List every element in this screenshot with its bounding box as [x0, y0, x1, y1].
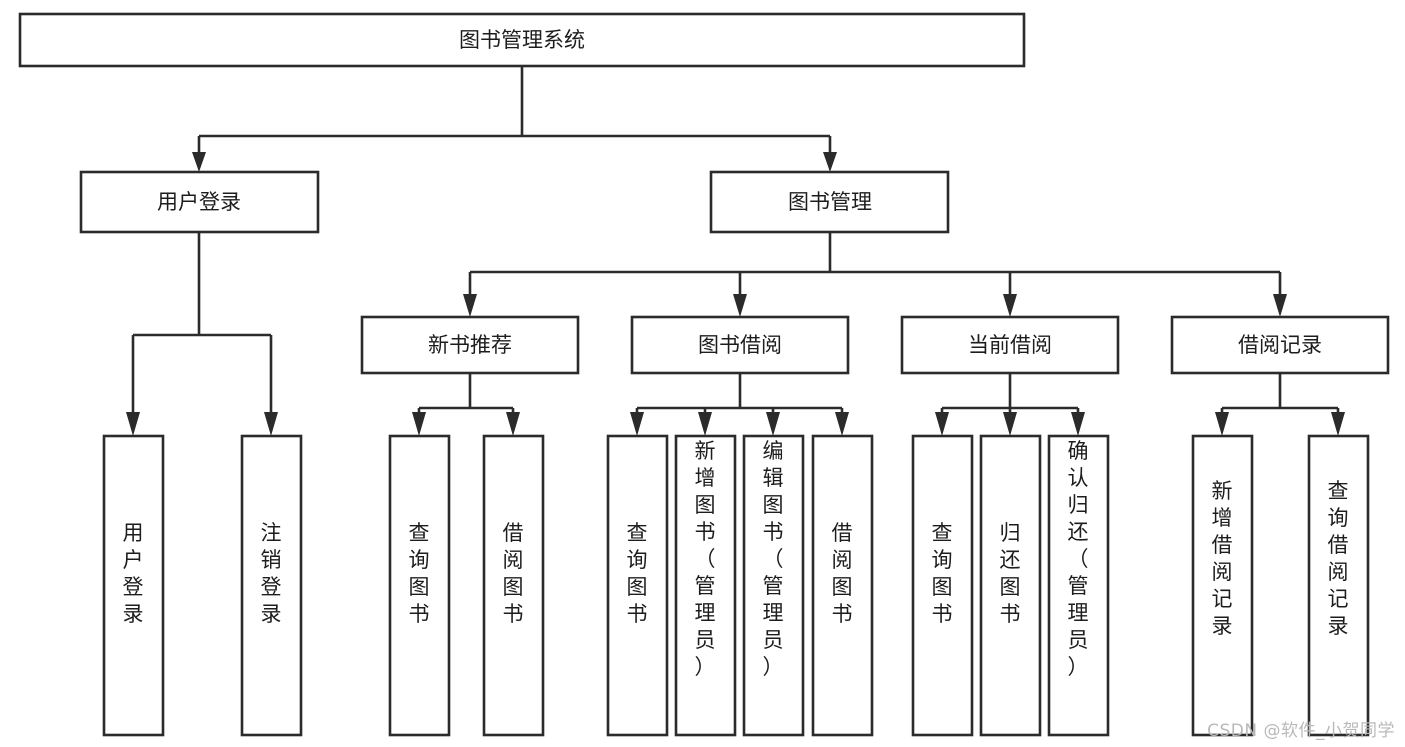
arrow-leaf-current-query-book	[935, 412, 949, 436]
node-leaf-current-confirm-return[interactable]: 确认归还（管理员）	[1047, 434, 1110, 737]
arrow-leaf-new-query-book	[412, 412, 426, 436]
node-leaf-user-logout-label: 注销登录	[261, 521, 282, 626]
node-leaf-borrow-add-book-box[interactable]	[674, 434, 737, 737]
node-leaf-borrow-borrow-book-label: 借阅图书	[832, 521, 853, 626]
node-leaf-borrow-borrow-book-box[interactable]	[811, 434, 874, 737]
node-root-label: 图书管理系统	[459, 28, 585, 52]
node-leaf-current-return-book[interactable]: 归还图书	[979, 434, 1042, 737]
node-leaf-borrow-add-book[interactable]: 新增图书（管理员）	[674, 434, 737, 737]
arrow-to-borrow-record	[1273, 294, 1287, 317]
node-new-book-recommend[interactable]: 新书推荐	[360, 315, 580, 375]
arrow-leaf-record-query	[1331, 412, 1345, 436]
arrow-leaf-borrow-borrow-book	[835, 412, 849, 436]
node-leaf-new-borrow-book-label: 借阅图书	[503, 521, 524, 626]
node-book-management-label: 图书管理	[788, 190, 872, 214]
node-book-borrow[interactable]: 图书借阅	[630, 315, 850, 375]
node-leaf-current-return-book-label: 归还图书	[1000, 521, 1021, 626]
arrow-leaf-current-confirm-return	[1071, 412, 1085, 436]
arrow-leaf-user-logout	[264, 412, 278, 436]
node-leaf-borrow-edit-book[interactable]: 编辑图书（管理员）	[742, 434, 805, 737]
node-borrow-record-label: 借阅记录	[1238, 333, 1322, 357]
node-leaf-current-query-book-label: 查询图书	[932, 521, 953, 626]
arrow-leaf-new-borrow-book	[506, 412, 520, 436]
arrow-to-new-book	[463, 294, 477, 317]
node-leaf-record-query[interactable]: 查询借阅记录	[1307, 434, 1370, 737]
node-leaf-borrow-add-book-label: 新增图书（管理员）	[695, 439, 716, 679]
node-leaf-current-confirm-return-label: 确认归还（管理员）	[1068, 439, 1089, 679]
node-current-borrow[interactable]: 当前借阅	[900, 315, 1120, 375]
node-leaf-new-borrow-book[interactable]: 借阅图书	[482, 434, 545, 737]
arrow-to-current-borrow	[1003, 294, 1017, 317]
node-leaf-record-query-box[interactable]	[1307, 434, 1370, 737]
node-root[interactable]: 图书管理系统	[18, 12, 1026, 68]
node-leaf-borrow-query-book-box[interactable]	[606, 434, 669, 737]
arrow-leaf-borrow-add-book	[698, 412, 712, 436]
node-leaf-current-confirm-return-box[interactable]	[1047, 434, 1110, 737]
arrow-to-book-borrow	[733, 294, 747, 317]
node-new-book-recommend-label: 新书推荐	[428, 333, 512, 357]
node-leaf-new-borrow-book-box[interactable]	[482, 434, 545, 737]
node-current-borrow-label: 当前借阅	[968, 333, 1052, 357]
node-book-management-box[interactable]	[709, 170, 950, 234]
csdn-watermark: CSDN @软件_小贺同学	[1207, 721, 1395, 741]
node-book-management[interactable]: 图书管理	[709, 170, 950, 234]
node-user-login[interactable]: 用户登录	[79, 170, 320, 234]
node-leaf-current-query-book[interactable]: 查询图书	[911, 434, 974, 737]
arrow-leaf-borrow-query-book	[630, 412, 644, 436]
node-leaf-user-logout-box[interactable]	[240, 434, 303, 737]
node-book-borrow-box[interactable]	[630, 315, 850, 375]
arrow-leaf-borrow-edit-book	[766, 412, 780, 436]
node-leaf-record-add[interactable]: 新增借阅记录	[1191, 434, 1254, 737]
node-new-book-recommend-box[interactable]	[360, 315, 580, 375]
node-borrow-record-box[interactable]	[1170, 315, 1390, 375]
node-leaf-current-query-book-box[interactable]	[911, 434, 974, 737]
node-user-login-label: 用户登录	[157, 190, 241, 214]
node-leaf-user-logout[interactable]: 注销登录	[240, 434, 303, 737]
arrow-leaf-record-add	[1215, 412, 1229, 436]
node-leaf-new-query-book[interactable]: 查询图书	[388, 434, 451, 737]
node-leaf-record-add-label: 新增借阅记录	[1212, 479, 1233, 638]
node-root-box[interactable]	[18, 12, 1026, 68]
leaf-layer: 用户登录 注销登录 查询图书 借阅图书 查询图书 新增图书（管理员）	[102, 434, 1370, 737]
node-borrow-record[interactable]: 借阅记录	[1170, 315, 1390, 375]
node-leaf-user-login[interactable]: 用户登录	[102, 434, 165, 737]
node-leaf-borrow-edit-book-box[interactable]	[742, 434, 805, 737]
node-leaf-borrow-edit-book-label: 编辑图书（管理员）	[763, 439, 784, 679]
node-book-borrow-label: 图书借阅	[698, 333, 782, 357]
node-current-borrow-box[interactable]	[900, 315, 1120, 375]
node-user-login-box[interactable]	[79, 170, 320, 234]
node-leaf-borrow-query-book[interactable]: 查询图书	[606, 434, 669, 737]
connector-layer	[126, 66, 1345, 436]
node-leaf-borrow-borrow-book[interactable]: 借阅图书	[811, 434, 874, 737]
arrow-to-user-login	[192, 152, 206, 172]
node-leaf-current-return-book-box[interactable]	[979, 434, 1042, 737]
node-leaf-user-login-label: 用户登录	[123, 521, 144, 626]
arrow-leaf-user-login	[126, 412, 140, 436]
node-leaf-record-add-box[interactable]	[1191, 434, 1254, 737]
node-leaf-record-query-label: 查询借阅记录	[1328, 479, 1349, 638]
node-leaf-new-query-book-label: 查询图书	[409, 521, 430, 626]
arrow-to-book-mgmt	[823, 152, 837, 172]
node-leaf-new-query-book-box[interactable]	[388, 434, 451, 737]
arrow-leaf-current-return-book	[1003, 412, 1017, 436]
node-leaf-borrow-query-book-label: 查询图书	[627, 521, 648, 626]
node-leaf-user-login-box[interactable]	[102, 434, 165, 737]
